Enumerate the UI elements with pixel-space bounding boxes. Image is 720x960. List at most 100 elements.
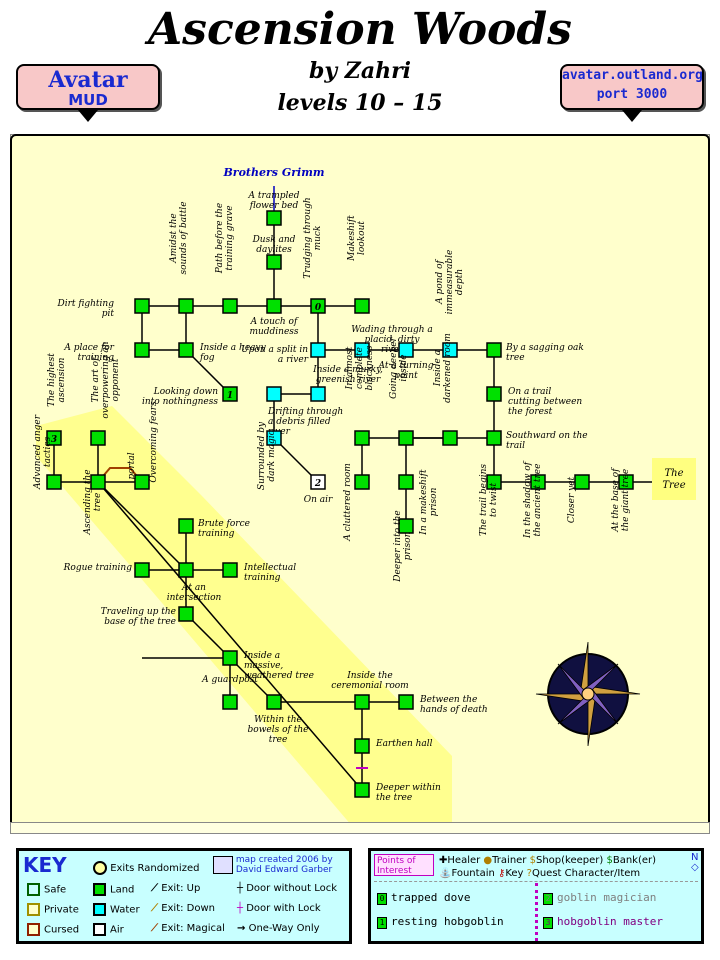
room-label-line: Advanced anger	[33, 414, 43, 490]
room-label: Inside adarkened room	[433, 333, 453, 403]
room-marker	[486, 342, 502, 358]
badge-right-tail	[622, 110, 642, 122]
room-label-line: the tree	[376, 793, 412, 803]
room-marker	[178, 606, 194, 622]
room-label-line: greenish river	[316, 375, 381, 385]
map-levels: levels 10 – 15	[277, 90, 443, 116]
room-marker	[222, 386, 238, 402]
poi-label: hobgoblin master	[557, 915, 663, 928]
room-label-line: placid, dirty	[364, 335, 420, 345]
door-no-lock-label: Door without Lock	[246, 883, 338, 894]
avatar-mud-badge[interactable]: Avatar MUD	[16, 64, 160, 110]
key-exits-randomized: Exits Randomized	[93, 861, 199, 875]
room-label: Path before thetraining grave	[215, 203, 235, 274]
room-label-line: depth	[455, 269, 465, 295]
badge-left-line2: MUD	[68, 91, 108, 109]
room-label: A cluttered room	[343, 463, 353, 542]
exit-magical-label: Exit: Magical	[161, 923, 225, 934]
poi-title: Points of Interest	[374, 854, 434, 876]
private-swatch	[27, 903, 40, 916]
shop-label: Shop(keeper)	[535, 855, 604, 866]
room-marker	[266, 298, 282, 314]
room-marker	[354, 298, 370, 314]
room-label: In the shadow ofthe ancient tree	[523, 460, 543, 539]
room-label-line: Rogue training	[63, 563, 133, 573]
key-item-label: Key	[505, 868, 524, 879]
room-label-line: Drifting through	[267, 407, 343, 417]
room-label-line: training	[244, 573, 281, 583]
map-author: by Zahri	[308, 58, 412, 84]
north-compass-icon: N◇	[691, 852, 699, 873]
arrow-right-icon: →	[237, 923, 246, 934]
room-label-line: fog	[199, 353, 215, 363]
poi-marker: 3	[51, 435, 57, 445]
poi-label: trapped dove	[391, 891, 471, 904]
room-label: The art ofoverpowering anopponent	[91, 341, 121, 418]
room-label: Deeper into theprison	[393, 510, 413, 582]
scroll-icon	[213, 856, 233, 874]
water-label: Water	[110, 904, 140, 916]
room-label-line: tactics	[43, 437, 53, 468]
room-label-line: Wading through a	[351, 325, 433, 335]
room-label: On air	[304, 495, 333, 505]
compass-center	[581, 687, 595, 701]
room-label-line: prison	[429, 487, 439, 516]
exit-up-icon: ⟋	[151, 883, 158, 894]
credit-line1: map created 2006 by	[235, 855, 333, 865]
room-label-line: A touch of	[250, 317, 299, 327]
room-label-line: The highest	[47, 353, 57, 407]
room-label-line: At an	[181, 583, 206, 593]
room-marker	[266, 386, 282, 402]
server-address-badge[interactable]: avatar.outland.org port 3000	[560, 64, 704, 110]
room-label-line: base of the tree	[104, 617, 176, 627]
poi-marker: 0	[315, 303, 322, 313]
room-label-line: portal	[127, 452, 137, 479]
room-label: Going deeperinside	[389, 336, 409, 398]
key-exit-magical: ⟋ Exit: Magical	[151, 923, 225, 934]
room-label-line: Inside a heavy	[199, 343, 267, 353]
key-exit-down: ⟋ Exit: Down	[151, 903, 215, 914]
room-label-line: pit	[102, 309, 115, 319]
room-label-line: overpowering an	[101, 341, 111, 418]
poi-icons-row1: ✚Healer ●Trainer $Shop(keeper) $Bank(er)	[439, 855, 656, 866]
room-label-line: Traveling up the	[101, 607, 176, 617]
room-label-line: A guardpost	[201, 675, 258, 685]
room-label-line: Inside the	[346, 671, 393, 681]
room-label-line: ceremonial room	[331, 681, 408, 691]
door-icon: ┼	[237, 883, 244, 894]
poi-label: goblin magician	[557, 891, 657, 904]
door-lock-label: Door with Lock	[246, 903, 321, 914]
locked-door-icon: ┼	[237, 903, 244, 914]
room-label-line: A pond of	[435, 258, 445, 304]
tree-highlight-band	[36, 406, 452, 826]
room-marker	[222, 298, 238, 314]
diagonal-path	[97, 481, 363, 791]
poi-number: 1	[377, 917, 387, 929]
room-marker	[90, 474, 106, 490]
room-marker	[222, 694, 238, 710]
room-label-line: The art of	[91, 356, 101, 403]
key-icon: ⚷	[498, 868, 506, 879]
room-marker	[178, 518, 194, 534]
key-cursed: Cursed	[27, 923, 79, 936]
quest-label: Quest Character/Item	[531, 868, 641, 879]
room-label: Rogue training	[63, 563, 133, 573]
room-label-line: a river	[278, 355, 309, 365]
room-marker	[178, 562, 194, 578]
room-marker	[486, 474, 502, 490]
room-marker	[310, 298, 326, 314]
room-marker	[398, 342, 414, 358]
room-label-line: Deeper within	[375, 783, 441, 793]
poi-divider	[374, 881, 698, 882]
room-marker	[398, 474, 414, 490]
